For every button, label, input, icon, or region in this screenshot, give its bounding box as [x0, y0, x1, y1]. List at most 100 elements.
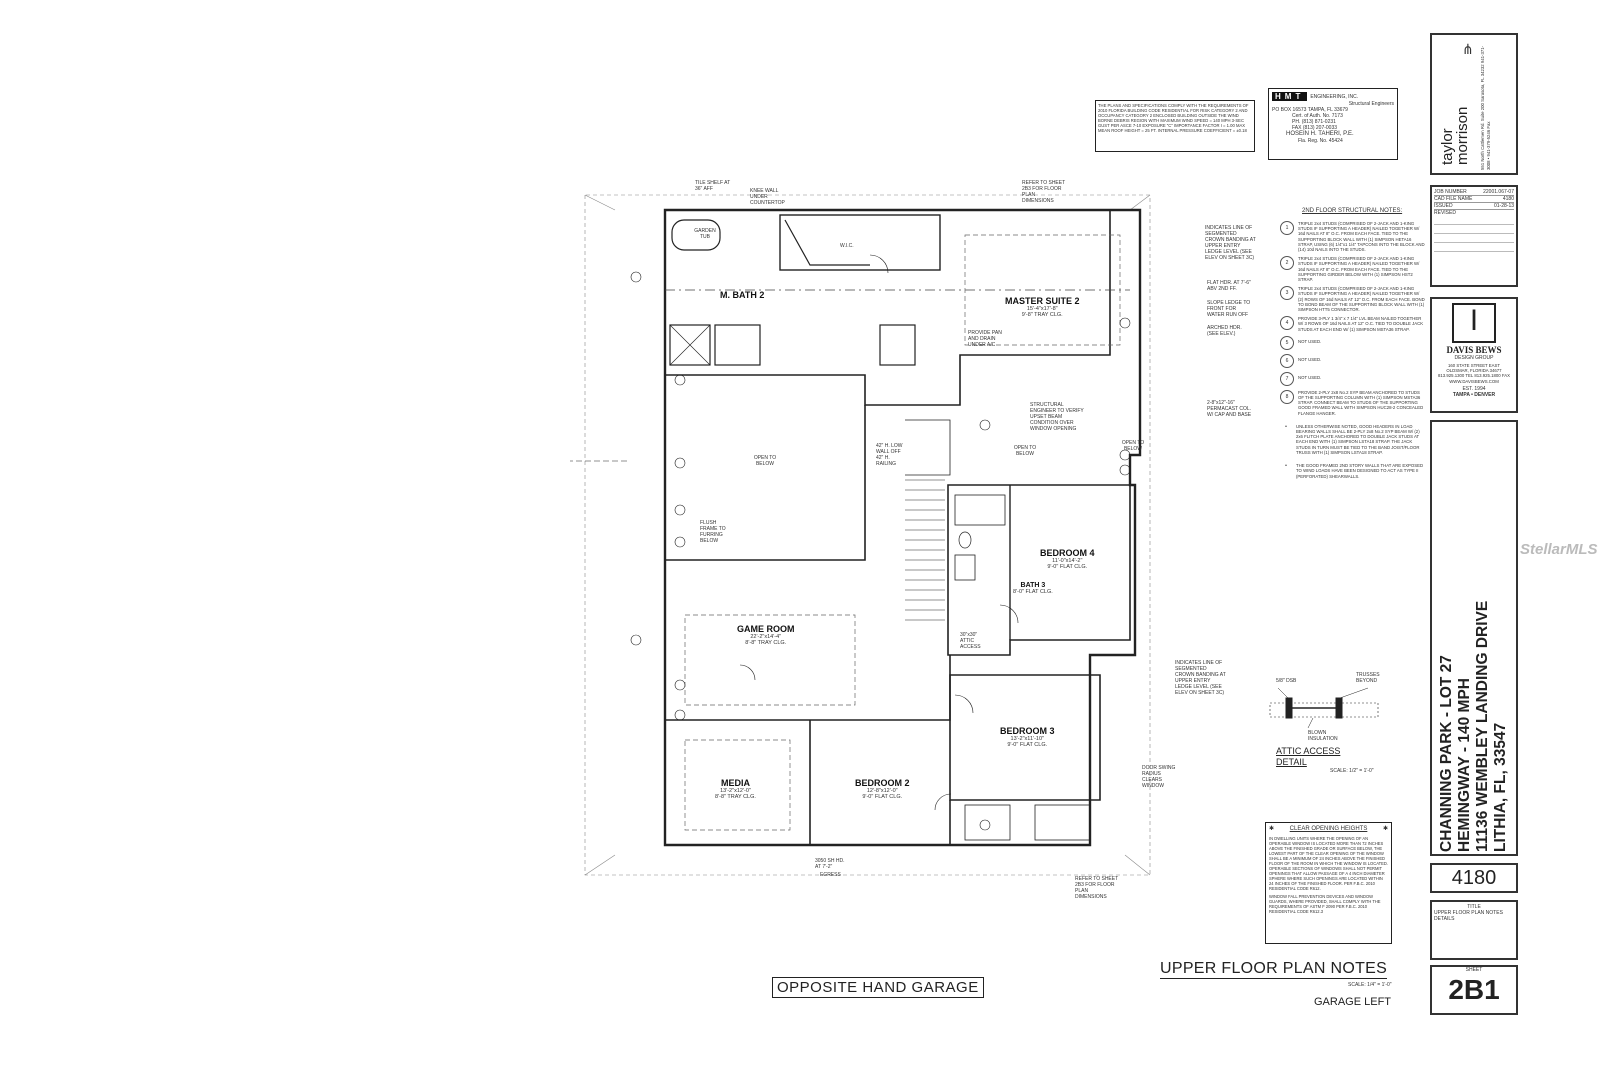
callout-flat-hdr: FLAT HDR. AT 7'-6" ABV 2ND FF.	[1207, 280, 1251, 292]
attic-title-line1: ATTIC ACCESS	[1276, 746, 1341, 756]
structural-note-text: UNLESS OTHERWISE NOTED, GOOD HEADERS IN …	[1296, 423, 1420, 455]
floor-plan-drawing	[549, 194, 1151, 876]
structural-notes-list: 1 TRIPLE 2x4 STUDS (COMPRISED OF 2-JACK …	[1280, 221, 1425, 479]
structural-note-number: 2	[1280, 256, 1294, 271]
engineer-stamp: HMT ENGINEERING, INC. Structural Enginee…	[1268, 88, 1398, 160]
revised-label: REVISED	[1434, 210, 1456, 216]
issued-value: 01-28-13	[1493, 203, 1514, 209]
plan-number: 4180	[1451, 867, 1497, 889]
clear-opening-title: ✱ CLEAR OPENING HEIGHTS ✱	[1269, 826, 1388, 833]
callout-knee-wall: KNEE WALL UNDER COUNTERTOP	[750, 188, 785, 206]
plan-number-block: 4180	[1430, 863, 1518, 893]
callout-window-egress: 3050 SH HD. AT 7'-2"	[815, 858, 845, 870]
structural-note-number: 4	[1280, 316, 1294, 331]
sheet-number: 2B1	[1448, 974, 1500, 1005]
engineer-logo: HMT	[1272, 92, 1308, 101]
attic-title-line2: DETAIL	[1276, 757, 1307, 767]
structural-note-item: 2 TRIPLE 2x4 STUDS (COMPRISED OF 2-JACK …	[1280, 256, 1425, 282]
attic-scale: SCALE: 1/2" = 1'-0"	[1330, 768, 1374, 774]
cad-file-label: CAD FILE NAME	[1434, 196, 1473, 202]
callout-structural-engineer: STRUCTURAL ENGINEER TO VERIFY UPSET BEAM…	[1030, 402, 1084, 432]
structural-note-item: 1 TRIPLE 2x4 STUDS (COMPRISED OF 2-JACK …	[1280, 221, 1425, 252]
issued-row: ISSUED 01-28-13	[1434, 203, 1514, 210]
room-bath-3: BATH 3 8'-0" FLAT CLG.	[1013, 582, 1053, 595]
callout-permacast: 2-8"x12"-16" PERMACAST COL. W/ CAP AND B…	[1207, 400, 1252, 418]
structural-note-text: THE GOOD FRAMED 2ND STORY WALLS THAT ARE…	[1296, 463, 1424, 479]
open-below-1: OPEN TO BELOW	[753, 455, 777, 467]
callout-flush-frame: FLUSH FRAME TO FURRING BELOW	[700, 520, 726, 544]
room-bedroom-3: BEDROOM 3 13'-2"x11'-10" 9'-0" FLAT CLG.	[1000, 726, 1055, 748]
upper-floor-plan	[549, 175, 1170, 910]
room-bedroom-2: BEDROOM 2 12'-8"x12'-0" 9'-0" FLAT CLG.	[855, 778, 910, 800]
attic-label-blown: BLOWN INSULATION	[1308, 730, 1338, 742]
attic-access-detail: 5/8" DSB TRUSSES BEYOND BLOWN INSULATION…	[1268, 668, 1380, 778]
open-below-3: OPEN TO BELOW	[1121, 440, 1145, 452]
clear-opening-text-2: WINDOW FALL PREVENTION DEVICES AND WINDO…	[1269, 894, 1381, 914]
project-block: CHANNING PARK - LOT 27 HEMINGWAY - 140 M…	[1430, 420, 1518, 856]
structural-note-item: 6 NOT USED.	[1280, 353, 1425, 368]
structural-note-item: • THE GOOD FRAMED 2ND STORY WALLS THAT A…	[1280, 463, 1425, 479]
structural-note-number: 8	[1280, 389, 1294, 404]
structural-note-bullet: •	[1285, 423, 1287, 430]
open-below-2: OPEN TO BELOW	[1013, 445, 1037, 457]
callout-railing: 42" H. LOW WALL OFF 42" H. RAILING	[876, 443, 903, 467]
engineer-address: PO BOX 16573 TAMPA, FL 33679	[1272, 107, 1348, 113]
sheet-label: SHEET	[1465, 967, 1483, 973]
structural-note-item: 7 NOT USED.	[1280, 371, 1425, 386]
attic-title: ATTIC ACCESS DETAIL	[1276, 746, 1340, 768]
watermark: StellarMLS	[1520, 541, 1598, 558]
sheet-garage: GARAGE LEFT	[1314, 996, 1392, 1008]
callout-egress: EGRESS	[820, 872, 841, 878]
callout-tile-shelf: TILE SHELF AT 36" AFF	[695, 180, 731, 192]
designer-est: EST. 1994	[1462, 385, 1486, 392]
structural-notes: 2ND FLOOR STRUCTURAL NOTES: 1 TRIPLE 2x4…	[1280, 208, 1425, 479]
asterisk-icon: ✱	[1382, 826, 1388, 832]
clear-opening-text: IN DWELLING UNITS WHERE THE OPENING OF A…	[1269, 836, 1388, 891]
project-line-4: LITHIA, FL, 33547	[1492, 722, 1509, 852]
designer-name: DAVIS BEWS	[1446, 345, 1502, 355]
builder-logo-icon: ⋔	[1462, 41, 1474, 57]
builder-name-line1: taylor	[1439, 128, 1456, 165]
designer-block: Ⅰ DAVIS BEWS DESIGN GROUP 160 STATE STRE…	[1430, 297, 1518, 413]
structural-note-text: TRIPLE 2x4 STUDS (COMPRISED OF 2-JACK AN…	[1298, 256, 1420, 283]
engineer-subtitle: Structural Engineers	[1348, 101, 1394, 107]
structural-note-item: 4 PROVIDE 3-PLY 1 3/4" x 7 1/4" LVL BEAM…	[1280, 316, 1425, 332]
job-info-block: JOB NUMBER 22001.067-07 CAD FILE NAME 41…	[1430, 185, 1518, 287]
callout-indicates-line-bottom: INDICATES LINE OF SEGMENTED CROWN BANDIN…	[1175, 660, 1226, 696]
title-box-text: UPPER FLOOR PLAN NOTES DETAILS	[1434, 910, 1503, 922]
sheet-scale: SCALE: 1/4" = 1'-0"	[1348, 982, 1392, 988]
structural-note-item: 8 PROVIDE 2-PLY 2x8 No.2 SYP BEAM ANCHOR…	[1280, 389, 1425, 416]
builder-block: taylor morrison ⋔ 551 North Cattlemen Rd…	[1430, 33, 1518, 175]
structural-note-text: NOT USED.	[1298, 338, 1322, 344]
asterisk-icon: ✱	[1269, 826, 1275, 832]
title-info-block: TITLE UPPER FLOOR PLAN NOTES DETAILS	[1430, 900, 1518, 960]
builder-name-line2: morrison	[1454, 106, 1471, 165]
room-master-suite: MASTER SUITE 2 15'-4"x17'-8" 9'-8" TRAY …	[1005, 296, 1080, 318]
callout-refer-top: REFER TO SHEET 2B3 FOR FLOOR PLAN DIMENS…	[1022, 180, 1066, 204]
clear-opening-box: ✱ CLEAR OPENING HEIGHTS ✱ IN DWELLING UN…	[1265, 822, 1392, 944]
sheet-title: UPPER FLOOR PLAN NOTES	[1160, 960, 1388, 979]
designer-address: 160 STATE STREET EAST OLDSMAR, FLORIDA 3…	[1438, 363, 1510, 384]
label-wic: W.I.C.	[840, 243, 854, 249]
issued-label: ISSUED	[1434, 203, 1453, 209]
job-number-row: JOB NUMBER 22001.067-07	[1434, 189, 1514, 196]
label-garden-tub: GARDEN TUB	[694, 228, 716, 240]
engineer-fax: FAX (813) 207-0033	[1292, 125, 1338, 131]
compliance-note: THE PLANS AND SPECIFICATIONS COMPLY WITH…	[1095, 100, 1255, 152]
structural-notes-title: 2ND FLOOR STRUCTURAL NOTES:	[1302, 208, 1403, 214]
callout-door-swing: DOOR SWING RADIUS CLEARS WINDOW	[1142, 765, 1176, 789]
callout-indicates-line-top: INDICATES LINE OF SEGMENTED CROWN BANDIN…	[1205, 225, 1256, 261]
engineer-reg: Fla. Reg. No. 45424	[1298, 138, 1343, 144]
structural-note-bullet: •	[1285, 463, 1287, 470]
structural-note-item: 5 NOT USED.	[1280, 335, 1425, 350]
structural-note-text: PROVIDE 3-PLY 1 3/4" x 7 1/4" LVL BEAM N…	[1298, 316, 1424, 332]
structural-note-number: 1	[1280, 221, 1294, 235]
engineer-cert: Cert. of Auth. No. 7173	[1292, 113, 1343, 119]
builder-name: taylor morrison	[1439, 106, 1471, 165]
project-line-3: 11136 WEMBLEY LANDING DRIVE	[1474, 600, 1491, 852]
column-logo-icon: Ⅰ	[1452, 303, 1496, 343]
structural-note-text: NOT USED.	[1298, 374, 1322, 380]
callout-provide-pan: PROVIDE PAN AND DRAIN UNDER A/C	[968, 330, 1002, 348]
structural-note-text: TRIPLE 2x4 STUDS (COMPRISED OF 2-JACK AN…	[1298, 221, 1425, 253]
project-line-1: CHANNING PARK - LOT 27	[1438, 655, 1455, 852]
